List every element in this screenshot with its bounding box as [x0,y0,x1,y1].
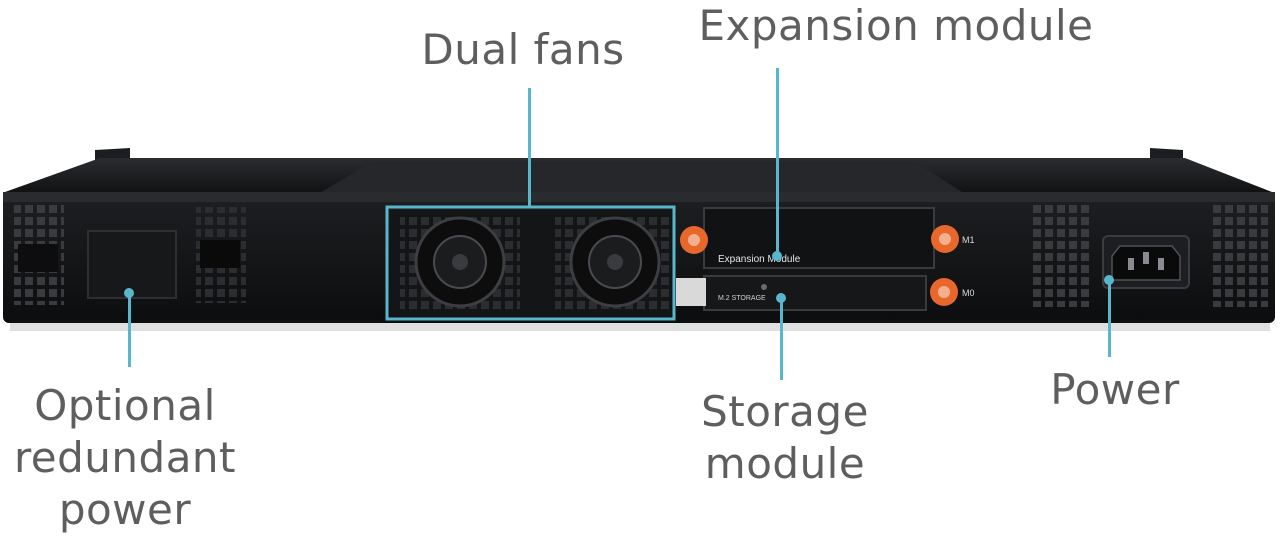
leader-dot-optional-power [124,288,134,298]
callout-optional-line-1: Optional [34,381,216,430]
callout-storage-line-1: Storage [701,387,869,436]
leader-line-storage [780,297,783,380]
optional-psu-bay [87,230,177,299]
expansion-module-panel-label: Expansion Module [718,254,801,265]
chassis-lip [3,192,1275,202]
fan-icon [400,215,520,313]
slot-m0-label: M0 [962,288,975,298]
callout-optional-redundant-power: Optional redundant power [5,380,245,536]
callout-optional-line-3: power [58,485,192,534]
callout-storage-line-2: module [704,439,866,488]
callout-storage-module: Storage module [690,386,880,490]
callout-optional-line-2: redundant [13,433,237,482]
storage-module-slot [703,275,927,311]
callout-expansion-module: Expansion module [698,1,1094,50]
leader-dot-storage [776,293,786,303]
leader-line-power [1108,280,1111,357]
callout-dual-fans: Dual fans [421,25,625,74]
storage-module-panel-label: M.2 STORAGE [718,295,766,302]
left-psu-notch [18,244,58,272]
power-inlet-icon [1102,235,1190,289]
thumbscrew-icon [680,226,708,254]
chassis-top-panel [318,162,965,194]
storage-led [761,284,767,290]
chassis-shadow [10,323,1270,331]
callout-power: Power [1050,365,1180,414]
storage-latch [676,278,706,306]
fan-icon [555,215,675,313]
vent-grille-icon [1030,205,1268,307]
leader-line-dual-fans [528,88,531,208]
leader-dot-expansion [772,251,782,261]
leader-dot-power [1104,275,1114,285]
leader-line-expansion [776,68,779,256]
leader-line-optional-power [128,293,131,367]
slot-m1-label: M1 [962,235,975,245]
thumbscrew-icon [931,225,959,253]
thumbscrew-icon [930,278,958,306]
left-port-notch [200,240,240,268]
